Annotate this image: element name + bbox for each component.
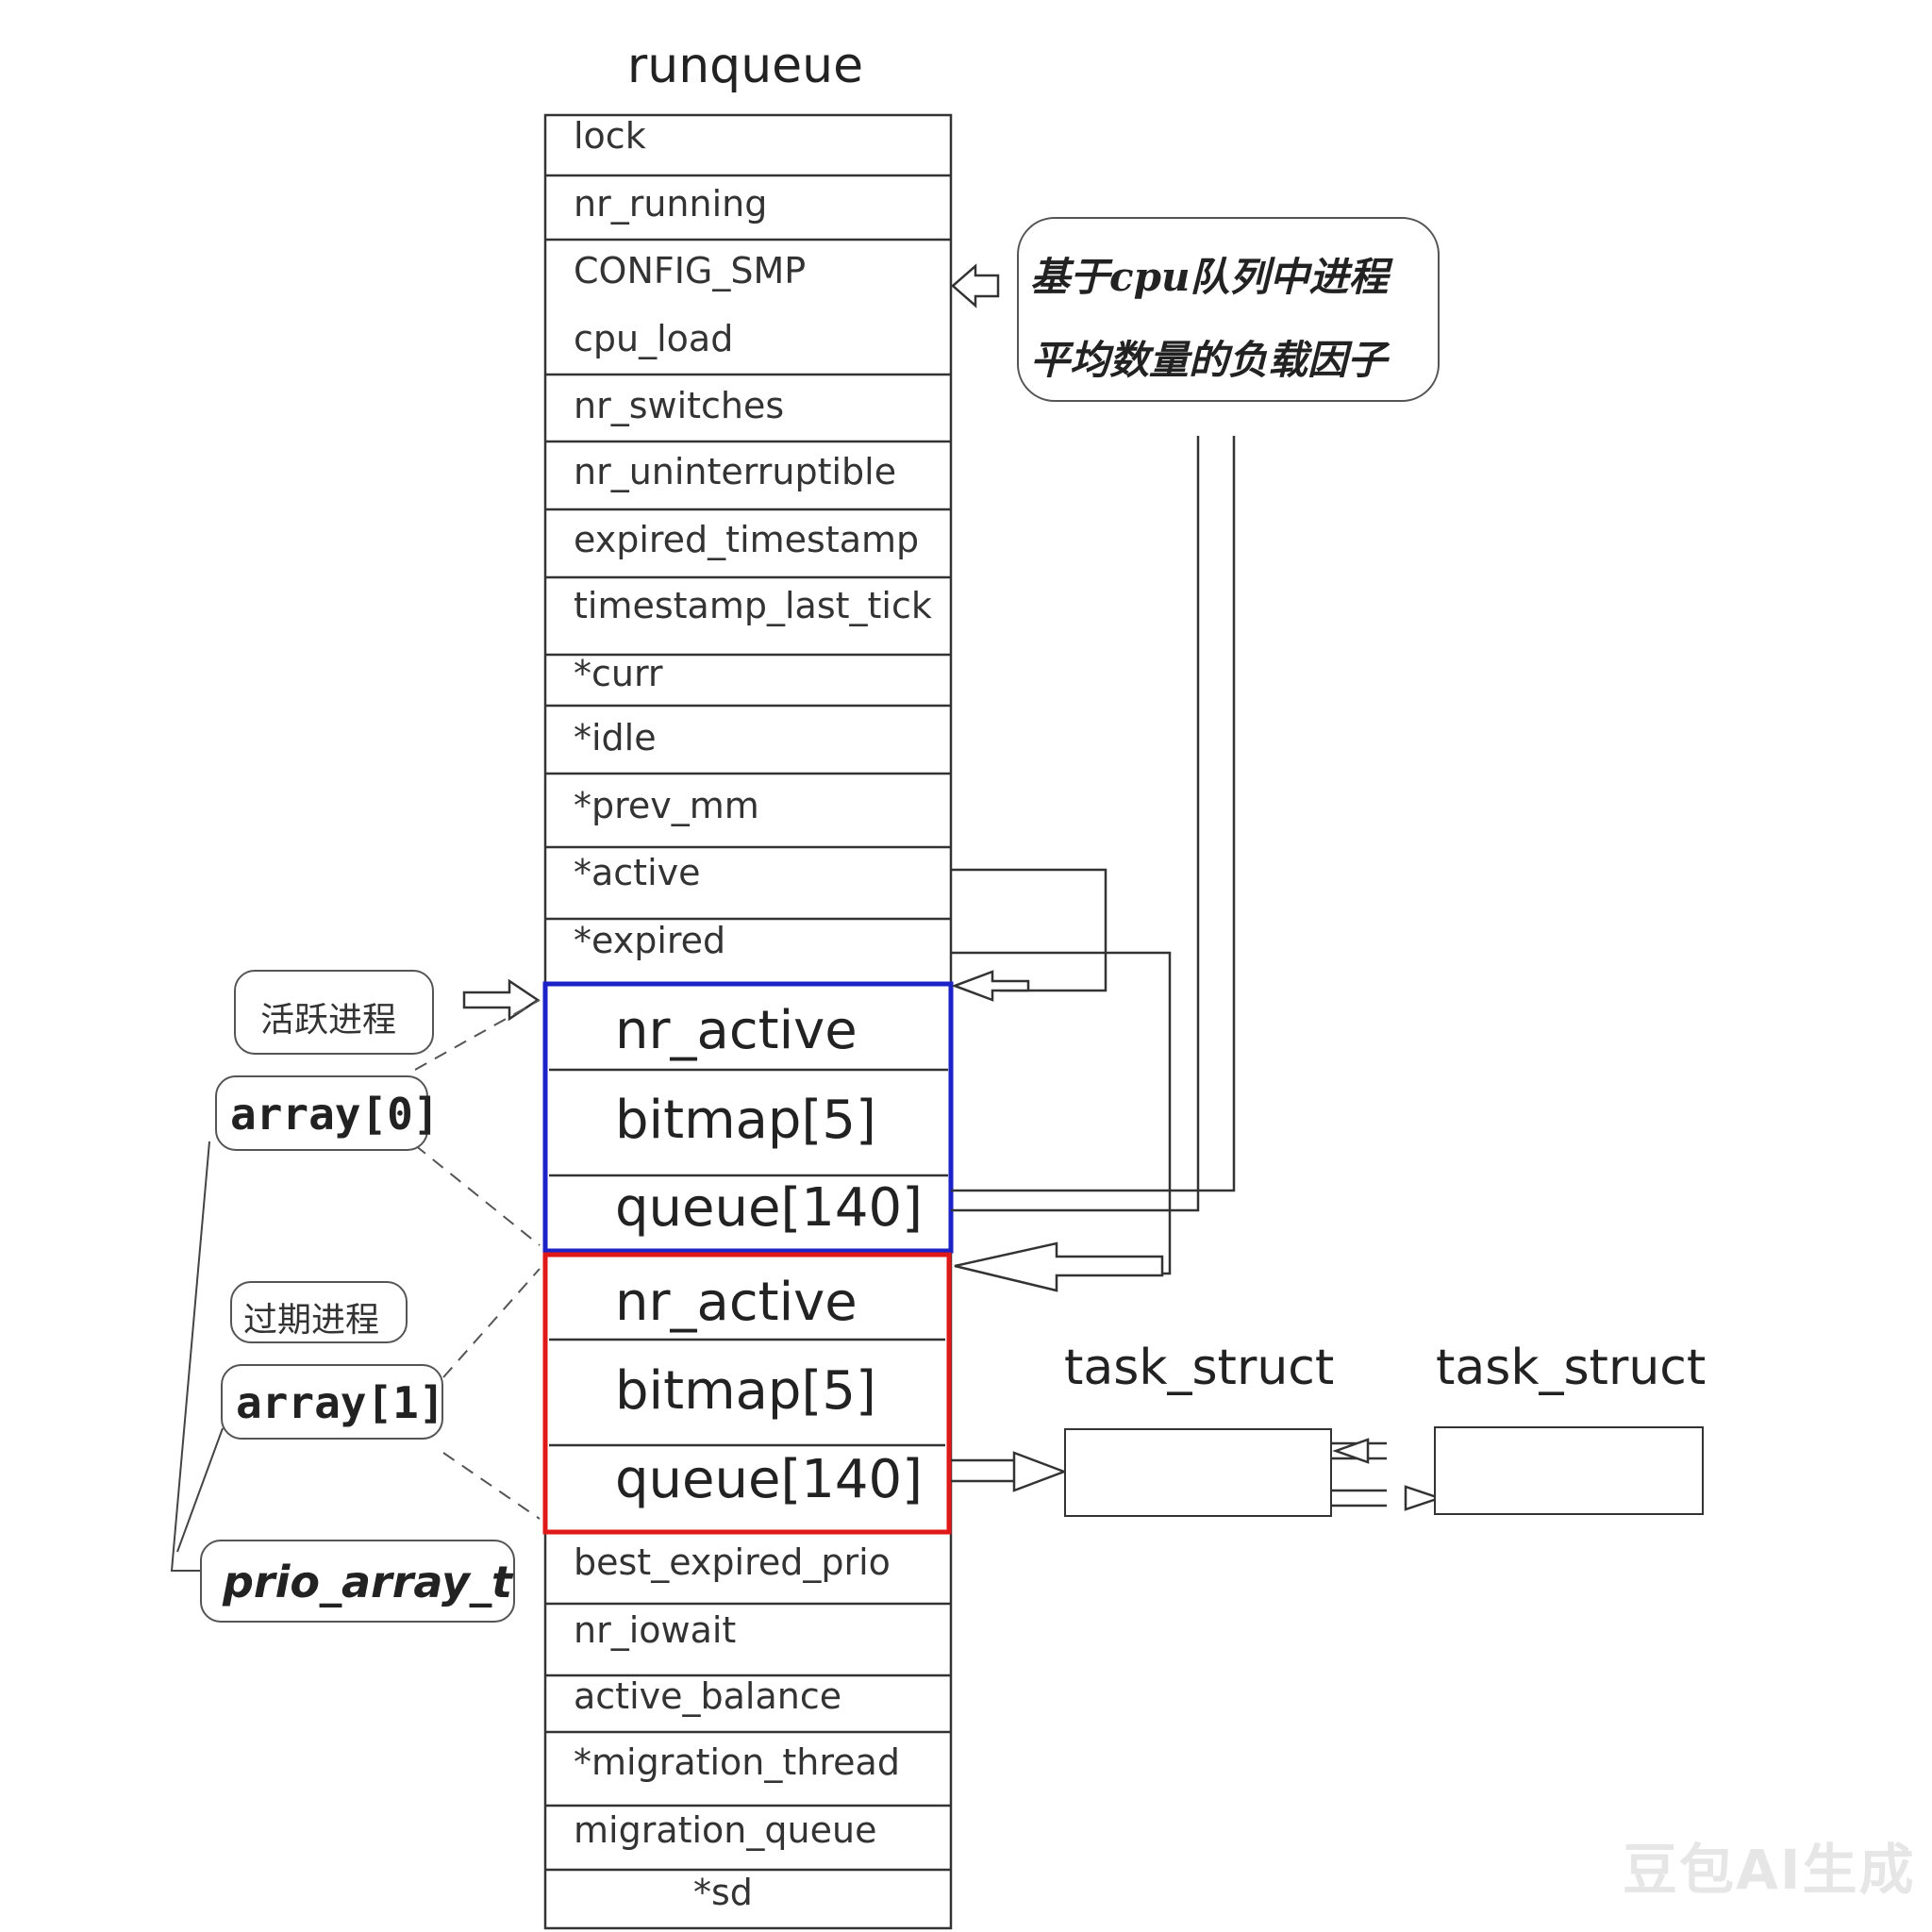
active-process-label: 活跃进程 bbox=[260, 1001, 397, 1040]
task-link-arrow-right-icon bbox=[1404, 1485, 1443, 1511]
field-sd: *sd bbox=[693, 1872, 753, 1913]
prio-bracket-line bbox=[170, 1141, 210, 1572]
array0-link-line bbox=[414, 1144, 541, 1246]
field-migration-queue: migration_queue bbox=[574, 1809, 877, 1851]
field-best-expired-prio: best_expired_prio bbox=[574, 1541, 891, 1583]
field-curr: *curr bbox=[574, 653, 663, 694]
expired-process-label: 过期进程 bbox=[243, 1301, 380, 1340]
array0-link-line bbox=[414, 999, 541, 1071]
array1-label: array[1] bbox=[236, 1377, 445, 1428]
array0-queue: queue[140] bbox=[615, 1177, 924, 1239]
task-link-arrow-left-icon bbox=[1332, 1438, 1370, 1464]
expired-pointer-line bbox=[951, 951, 1172, 1275]
array1-queue: queue[140] bbox=[615, 1449, 924, 1510]
field-nr-switches: nr_switches bbox=[574, 385, 785, 426]
array1-tag: array[1] bbox=[221, 1364, 445, 1440]
expired-process-tag: 过期进程 bbox=[230, 1281, 408, 1343]
active-label-arrow-icon bbox=[462, 978, 541, 1022]
field-expired-timestamp: expired_timestamp bbox=[574, 519, 920, 560]
field-config-smp: CONFIG_SMP bbox=[574, 250, 807, 291]
diagram-title: runqueue bbox=[626, 38, 864, 94]
array0-box bbox=[542, 981, 954, 1254]
field-migration-thread: *migration_thread bbox=[574, 1741, 900, 1783]
watermark: 豆包AI生成 bbox=[1623, 1838, 1916, 1902]
prio-array-t-tag: prio_array_t bbox=[200, 1540, 515, 1623]
expired-pointer-arrow-icon bbox=[954, 1241, 1164, 1292]
cpu-load-note-line1: 基于cpu队列中进程 bbox=[1030, 254, 1389, 300]
field-expired: *expired bbox=[574, 920, 726, 961]
task-struct-1-box bbox=[1064, 1428, 1332, 1517]
array1-box bbox=[542, 1252, 952, 1535]
field-idle: *idle bbox=[574, 717, 657, 758]
field-nr-iowait: nr_iowait bbox=[574, 1609, 737, 1651]
active-process-tag: 活跃进程 bbox=[234, 970, 434, 1055]
prio-array-t-label: prio_array_t bbox=[223, 1557, 512, 1607]
task-struct-2-label: task_struct bbox=[1436, 1340, 1707, 1396]
cpu-load-note: 基于cpu队列中进程 平均数量的负载因子 bbox=[1017, 217, 1440, 402]
field-lock: lock bbox=[574, 115, 646, 157]
array1-link-line bbox=[442, 1452, 541, 1520]
queue-link-line bbox=[951, 436, 1236, 1192]
field-active: *active bbox=[574, 852, 701, 893]
array0-nr-active: nr_active bbox=[615, 1000, 858, 1061]
array0-tag: array[0] bbox=[215, 1075, 440, 1151]
note-arrow-icon bbox=[951, 263, 1000, 308]
queue-to-task-arrow-icon bbox=[1012, 1451, 1068, 1492]
task-struct-1-label: task_struct bbox=[1064, 1340, 1335, 1396]
array1-nr-active: nr_active bbox=[615, 1272, 858, 1333]
field-prev-mm: *prev_mm bbox=[574, 785, 759, 826]
array1-link-line bbox=[442, 1268, 541, 1378]
array0-label: array[0] bbox=[230, 1089, 440, 1140]
field-nr-uninterruptible: nr_uninterruptible bbox=[574, 451, 897, 492]
active-pointer-arrow-icon bbox=[951, 970, 1030, 1002]
task-struct-2-box bbox=[1434, 1426, 1704, 1515]
array1-bitmap: bitmap[5] bbox=[615, 1360, 876, 1422]
active-pointer-line bbox=[951, 868, 1108, 992]
prio-bracket-line bbox=[176, 1427, 224, 1553]
array0-bitmap: bitmap[5] bbox=[615, 1090, 876, 1151]
field-active-balance: active_balance bbox=[574, 1675, 842, 1717]
field-cpu-load: cpu_load bbox=[574, 318, 734, 359]
queue-link-line bbox=[951, 436, 1200, 1212]
cpu-load-note-line2: 平均数量的负载因子 bbox=[1030, 337, 1388, 383]
field-nr-running: nr_running bbox=[574, 183, 768, 225]
field-timestamp-last-tick: timestamp_last_tick bbox=[574, 585, 932, 626]
